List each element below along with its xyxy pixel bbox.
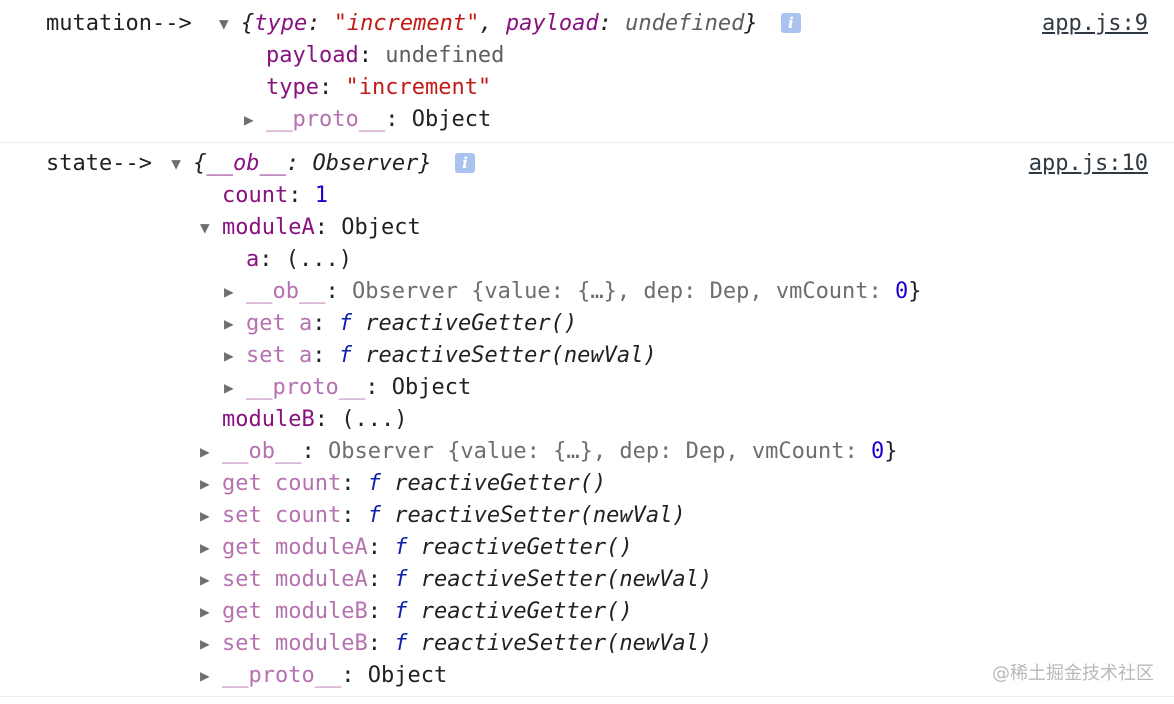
expand-toggle-icon[interactable]: ▼ [200,218,210,237]
expand-toggle-icon[interactable]: ▼ [171,154,181,173]
property-row-ob[interactable]: ▶__ob__: Observer {value: {…}, dep: Dep,… [200,436,898,468]
property-row-moduleA-a[interactable]: a: (...) [246,247,352,272]
expand-toggle-icon[interactable]: ▶ [200,442,210,461]
property-row-set-moduleA[interactable]: ▶set moduleA: f reactiveSetter(newVal) [200,564,712,596]
function-icon: f [394,535,408,560]
property-row-moduleA-ob[interactable]: ▶__ob__: Observer {value: {…}, dep: Dep,… [224,276,922,308]
function-icon: f [338,343,352,368]
expand-toggle-icon[interactable]: ▶ [224,346,234,365]
state-summary-row[interactable]: state--> ▼{__ob__: Observer} i [46,148,475,180]
expand-toggle-icon[interactable]: ▶ [224,378,234,397]
property-row-get-moduleB[interactable]: ▶get moduleB: f reactiveGetter() [200,596,633,628]
property-row-get-moduleA[interactable]: ▶get moduleA: f reactiveGetter() [200,532,633,564]
log-label: mutation--> [46,11,192,36]
property-row-moduleA[interactable]: ▼moduleA: Object [200,212,421,244]
property-row-moduleA-get-a[interactable]: ▶get a: f reactiveGetter() [224,308,577,340]
expand-toggle-icon[interactable]: ▶ [224,282,234,301]
source-link-app-js-9[interactable]: app.js:9 [1042,11,1148,36]
expand-toggle-icon[interactable]: ▶ [200,506,210,525]
expand-toggle-icon[interactable]: ▶ [200,634,210,653]
expand-toggle-icon[interactable]: ▼ [218,14,229,33]
property-row-moduleB[interactable]: moduleB: (...) [222,407,408,432]
info-icon[interactable]: i [454,153,475,173]
expand-toggle-icon[interactable]: ▶ [200,666,210,685]
expand-toggle-icon[interactable]: ▶ [200,474,210,493]
property-row-get-count[interactable]: ▶get count: f reactiveGetter() [200,468,606,500]
property-row-type: type: "increment" [266,75,492,100]
source-link-app-js-10[interactable]: app.js:10 [1028,151,1148,176]
expand-toggle-icon[interactable]: ▶ [200,570,210,589]
expand-toggle-icon[interactable]: ▶ [200,538,210,557]
expand-toggle-icon[interactable]: ▶ [244,110,254,129]
console-message-mutation: mutation--> ▼{type: "increment", payload… [0,0,1174,143]
expand-toggle-icon[interactable]: ▶ [224,314,234,333]
expand-toggle-icon[interactable]: ▶ [200,602,210,621]
function-icon: f [367,503,381,528]
property-row-proto[interactable]: ▶__proto__: Object [244,104,491,136]
function-icon: f [338,311,352,336]
function-icon: f [394,567,408,592]
property-row-count: count: 1 [222,183,328,208]
property-row-payload: payload: undefined [266,43,505,68]
watermark: @稀土掘金技术社区 [992,663,1154,684]
info-icon[interactable]: i [780,13,801,33]
property-row-set-moduleB[interactable]: ▶set moduleB: f reactiveSetter(newVal) [200,628,712,660]
property-row-proto[interactable]: ▶__proto__: Object [200,660,447,692]
function-icon: f [394,599,408,624]
function-icon: f [367,471,381,496]
mutation-summary-row[interactable]: mutation--> ▼{type: "increment", payload… [46,8,801,40]
property-row-moduleA-set-a[interactable]: ▶set a: f reactiveSetter(newVal) [224,340,657,372]
property-row-set-count[interactable]: ▶set count: f reactiveSetter(newVal) [200,500,686,532]
log-label: state--> [46,151,152,176]
console-message-state: state--> ▼{__ob__: Observer} i app.js:10… [0,143,1174,697]
function-icon: f [394,631,408,656]
property-row-moduleA-proto[interactable]: ▶__proto__: Object [224,372,471,404]
